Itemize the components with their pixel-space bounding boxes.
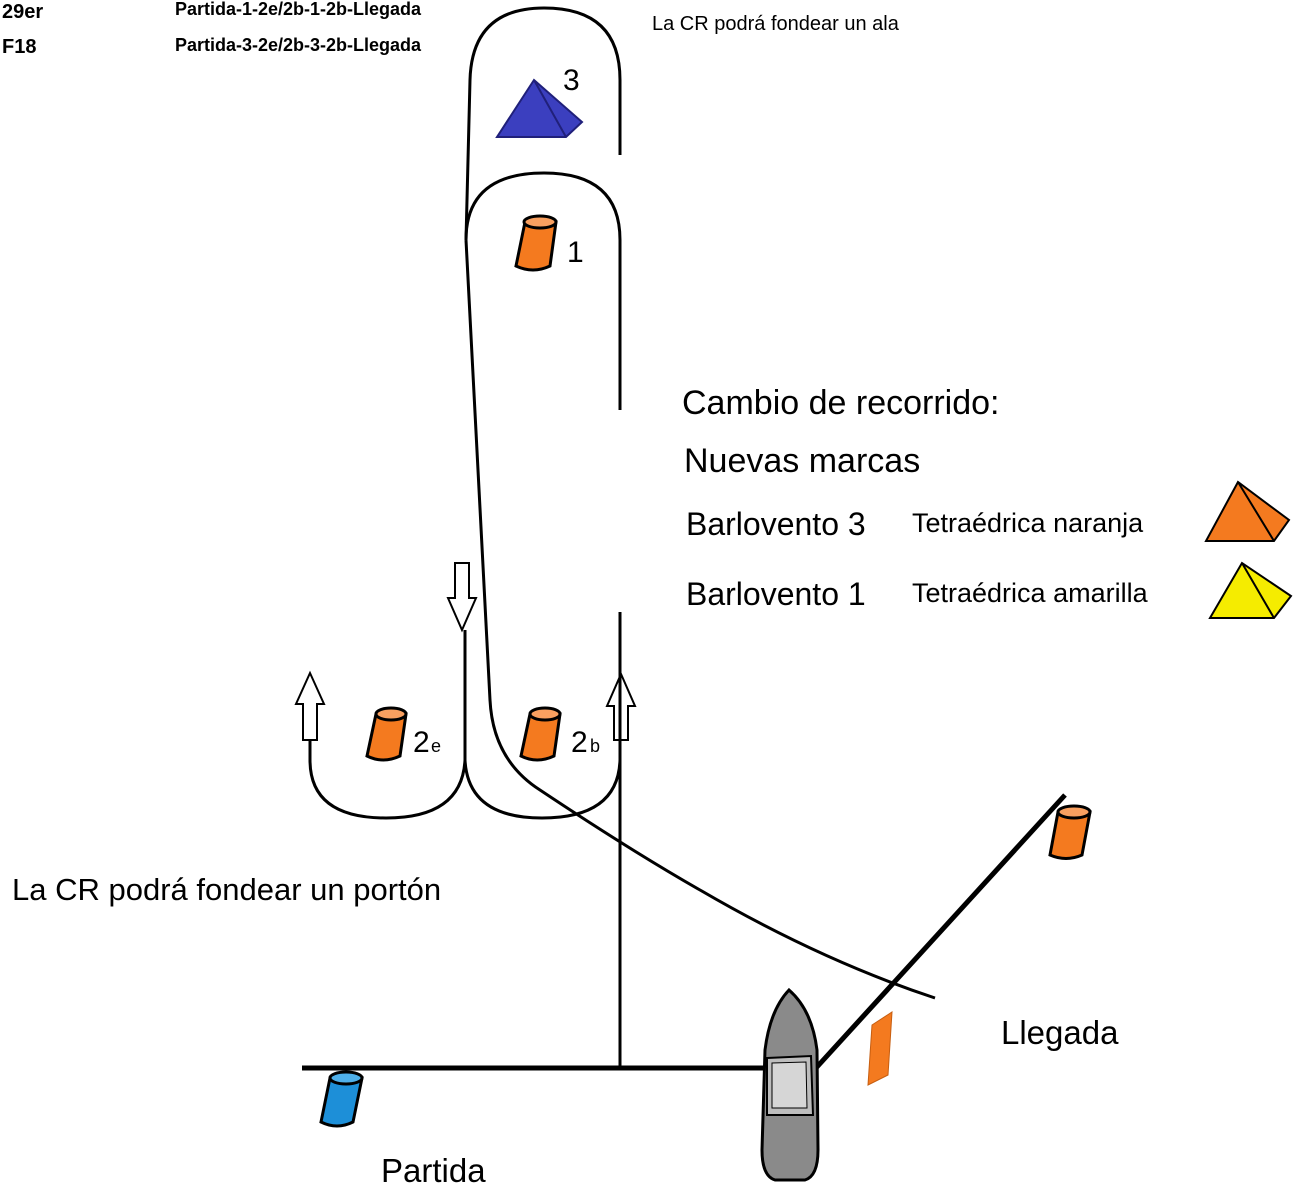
wing-note: La CR podrá fondear un ala [652,13,900,35]
mark-3-label: 3 [563,64,580,97]
down-arrow-icon [446,562,478,633]
legend-route-f18: Partida-3-2e/2b-3-2b-Llegada [175,35,422,55]
mark-2e: 2 e [365,706,441,762]
up-arrow-icon [605,671,637,741]
orange-pyramid-icon [1204,480,1291,542]
course-lines [308,6,936,1068]
mark-2b-subscript: b [590,736,600,756]
change-item-desc: Tetraédrica naranja [912,508,1144,538]
orange-flag-icon [867,1011,893,1086]
change-item-desc: Tetraédrica amarilla [912,578,1149,608]
committee-boat-icon [760,987,820,1182]
start-line: Partida [302,1065,816,1187]
mark-1: 1 [514,214,584,272]
change-item-mark: Barlovento 3 [686,506,866,542]
finish-label: Llegada [1001,1014,1119,1051]
legend: 29er F18 Partida-1-2e/2b-1-2b-Llegada Pa… [2,0,422,58]
gate-note: La CR podrá fondear un portón [12,872,441,907]
mark-1-label: 1 [567,236,584,269]
blue-buoy-icon [319,1076,364,1128]
mark-3: 3 [495,64,584,138]
up-arrow-icon [294,670,326,741]
loop-mark-3 [464,6,622,241]
orange-buoy-icon [514,220,558,272]
orange-buoy-icon [1048,810,1092,860]
loop-mark-1 [464,171,622,410]
finish-line: Llegada [814,793,1119,1070]
legend-class-29er: 29er [2,1,43,23]
leg-to-finish [464,239,936,1000]
mark-2b-label: 2 [571,726,588,759]
mark-2b: 2 b [519,706,600,762]
course-arrows [294,562,637,741]
course-change-panel: Cambio de recorrido: Nuevas marcas Barlo… [682,384,1293,619]
orange-buoy-icon [365,712,408,762]
loop-gate-2b [463,740,622,820]
blue-pyramid-icon [495,78,584,138]
change-subtitle: Nuevas marcas [684,442,920,480]
mark-2e-subscript: e [431,736,441,756]
mark-2e-label: 2 [413,726,430,759]
start-label: Partida [381,1152,486,1187]
legend-class-f18: F18 [2,36,36,58]
loop-gate-2e [308,630,467,820]
change-title: Cambio de recorrido: [682,384,999,422]
yellow-pyramid-icon [1208,561,1293,619]
legend-route-29er: Partida-1-2e/2b-1-2b-Llegada [175,0,422,19]
change-item-mark: Barlovento 1 [686,576,866,612]
orange-buoy-icon [519,712,562,762]
